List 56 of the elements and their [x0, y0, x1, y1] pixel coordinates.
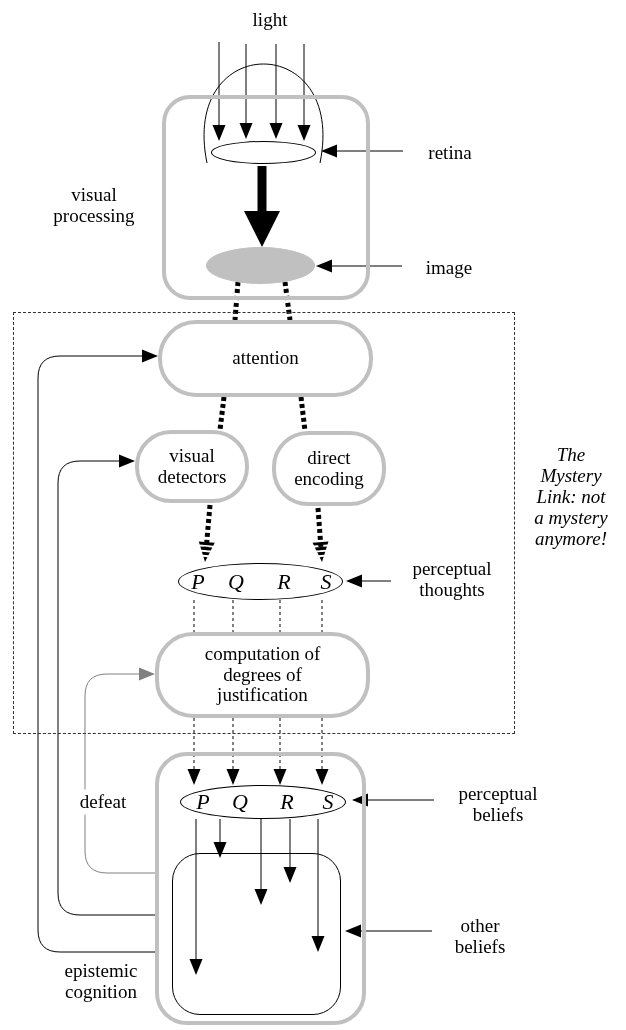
- variable-letter: S: [320, 570, 332, 593]
- variable-letter: P: [196, 791, 210, 813]
- variable-letter: S: [322, 791, 334, 813]
- leader-arrow: [321, 144, 404, 158]
- connector-line: [321, 599, 323, 633]
- arrow: [226, 717, 240, 785]
- arrow: [244, 166, 280, 247]
- arrow: [239, 43, 253, 139]
- box-label: visual detectors: [156, 445, 228, 488]
- box-label: computation of degrees of justification: [203, 643, 322, 707]
- connector-line: [279, 599, 281, 633]
- variable-letter: Q: [232, 791, 248, 813]
- box-label: attention: [232, 348, 299, 369]
- connector-line: [217, 396, 227, 431]
- arrow: [212, 41, 226, 141]
- variable-letter: R: [277, 570, 291, 593]
- arrow: [57, 454, 156, 916]
- connector-line: [232, 599, 234, 633]
- variable-letter: R: [280, 791, 294, 813]
- edge-label: defeat: [78, 789, 128, 815]
- arrow: [269, 43, 283, 139]
- connector-line: [282, 281, 293, 321]
- arrow: [273, 717, 287, 785]
- beliefs-box: [172, 853, 341, 1015]
- connector-line: [193, 599, 195, 633]
- text-label: light: [252, 9, 288, 31]
- leader-arrow: [352, 793, 435, 807]
- side-note: The Mystery Link: not a mystery anymore!: [533, 445, 609, 550]
- arrow: [189, 818, 203, 975]
- text-label: retina: [428, 142, 472, 164]
- variable-letter: Q: [228, 570, 244, 593]
- leader-arrow: [346, 574, 392, 588]
- arrow: [297, 43, 311, 141]
- arrow: [283, 818, 297, 883]
- arrow: [254, 818, 268, 905]
- text-label: perceptual thoughts: [411, 559, 493, 601]
- text-label: perceptual beliefs: [457, 784, 539, 826]
- arrow: [315, 717, 329, 785]
- text-label: other beliefs: [453, 916, 507, 958]
- box-label: direct encoding: [293, 447, 365, 490]
- arrow: [187, 717, 201, 785]
- variable-letter: P: [191, 570, 205, 593]
- connector-line: [298, 396, 308, 432]
- text-label: image: [425, 257, 473, 279]
- arrow: [311, 818, 325, 952]
- process-box: [158, 320, 373, 397]
- arrow: [37, 349, 158, 953]
- box-heading: visual processing: [52, 185, 136, 227]
- arrow: [213, 818, 227, 858]
- leader-arrow: [345, 924, 433, 938]
- box-heading: epistemic cognition: [63, 961, 139, 1003]
- process-box: [135, 430, 249, 503]
- process-box: [155, 632, 370, 718]
- process-box: [272, 431, 386, 506]
- arrow: [84, 667, 156, 874]
- leader-arrow: [316, 259, 403, 273]
